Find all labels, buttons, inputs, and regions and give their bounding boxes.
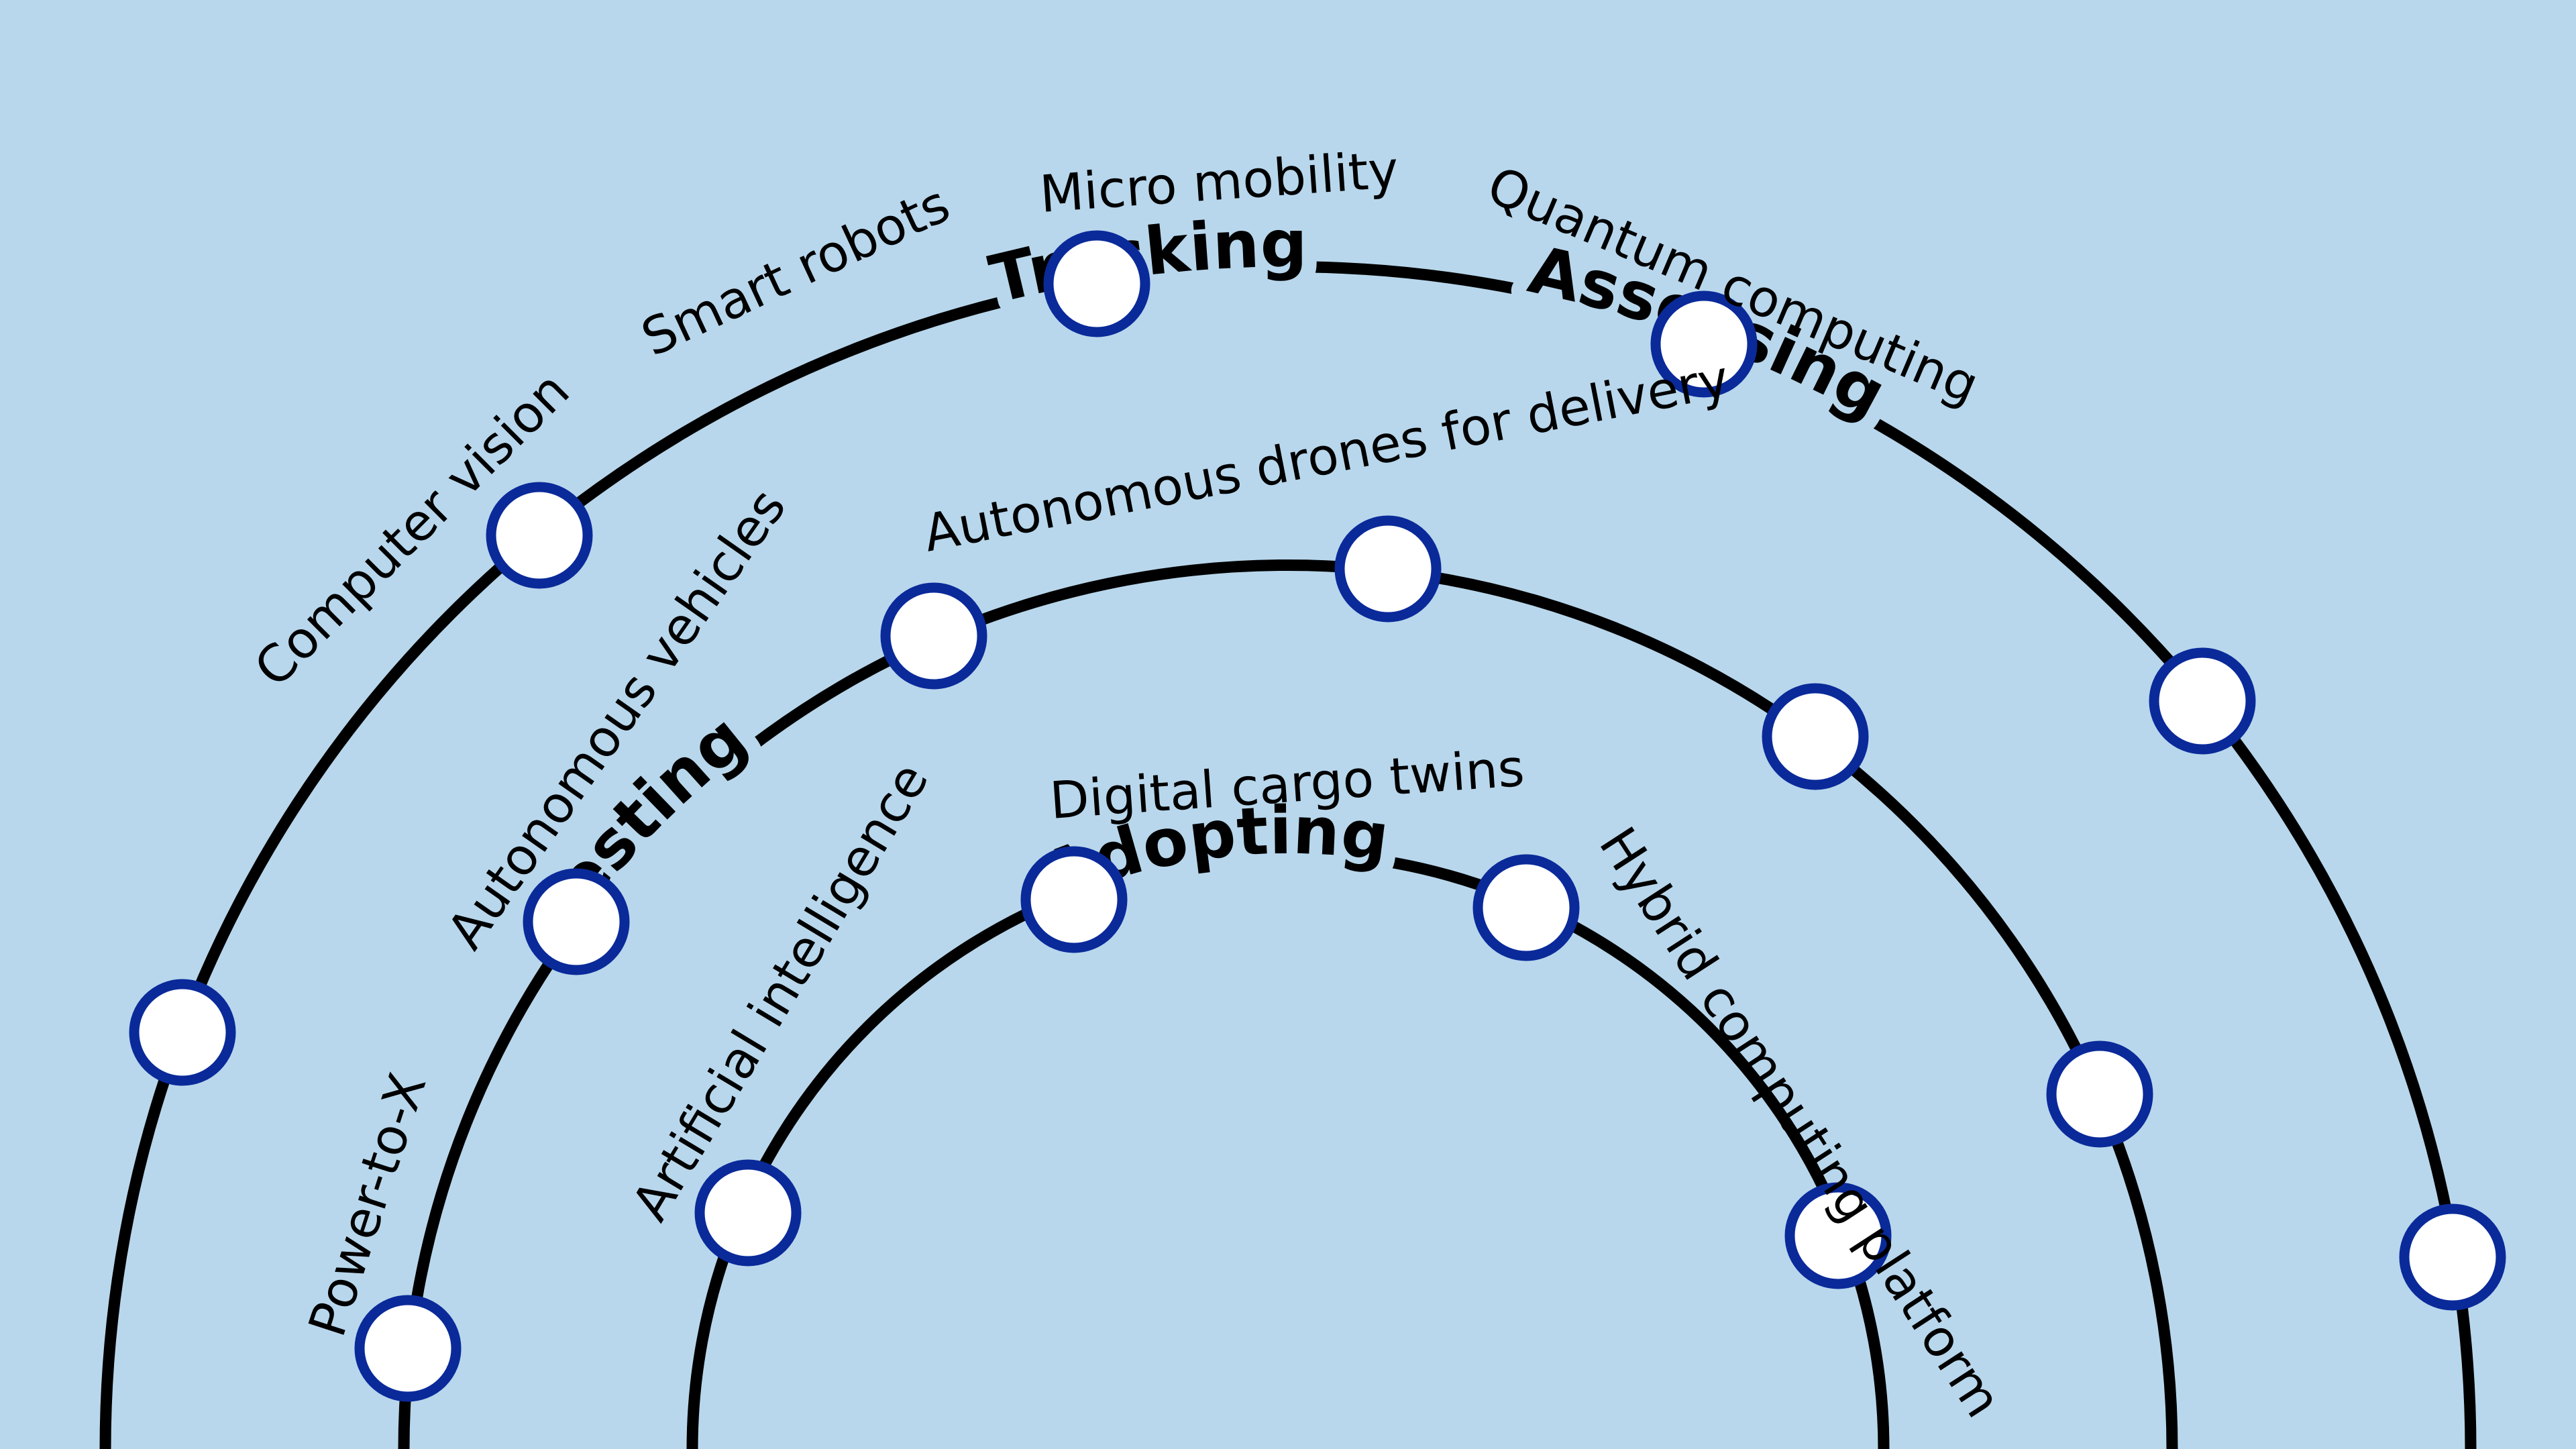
tech-label-micro-mobility: Micro mobility bbox=[1038, 140, 1401, 224]
node-outer-4[interactable] bbox=[1650, 290, 1758, 398]
node-middle-4[interactable] bbox=[1334, 515, 1442, 623]
node-inner-2[interactable] bbox=[1020, 846, 1128, 953]
node-middle-3[interactable] bbox=[880, 582, 987, 690]
node-outer-5[interactable] bbox=[2149, 647, 2256, 755]
node-outer-1[interactable] bbox=[129, 979, 236, 1086]
node-middle-2[interactable] bbox=[523, 868, 630, 975]
tech-label-smart-robots: Smart robots bbox=[633, 174, 959, 368]
node-outer-3[interactable] bbox=[1043, 230, 1150, 337]
node-inner-1[interactable] bbox=[694, 1159, 802, 1267]
node-inner-4[interactable] bbox=[1784, 1182, 1892, 1289]
tech-label-hybrid-computing-platform: Hybrid computing platform bbox=[1588, 816, 2014, 1428]
node-middle-6[interactable] bbox=[2046, 1040, 2153, 1148]
node-middle-1[interactable] bbox=[354, 1295, 462, 1402]
node-outer-2[interactable] bbox=[486, 482, 593, 589]
tech-label-autonomous-drones-for-delivery: Autonomous drones for delivery bbox=[918, 348, 1733, 563]
node-outer-6[interactable] bbox=[2399, 1203, 2506, 1311]
node-inner-3[interactable] bbox=[1472, 854, 1580, 961]
node-middle-5[interactable] bbox=[1762, 683, 1869, 790]
